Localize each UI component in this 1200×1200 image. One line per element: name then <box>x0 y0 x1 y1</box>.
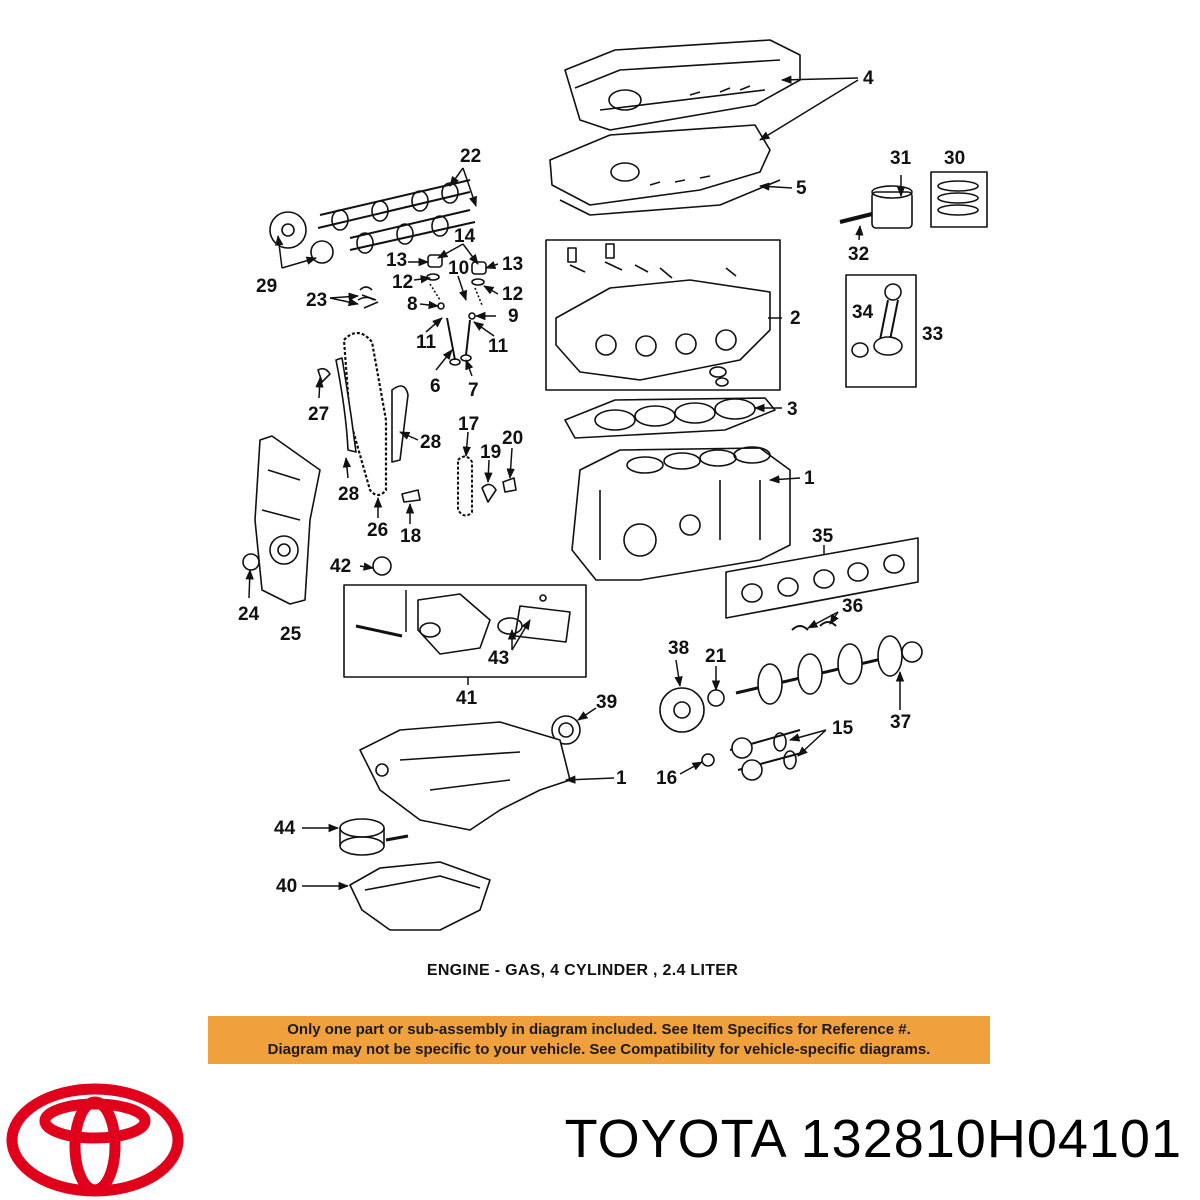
parts-artwork <box>242 39 988 931</box>
callout-26: 26 <box>367 520 388 541</box>
oil-pan-upper <box>359 721 571 831</box>
valve-cover <box>549 124 781 216</box>
piston <box>839 185 913 229</box>
callout-24: 24 <box>238 604 260 625</box>
callout-17: 17 <box>458 414 479 435</box>
callout-23: 23 <box>306 290 327 311</box>
cam-sprocket-2 <box>310 240 334 264</box>
callout-42: 42 <box>330 556 351 577</box>
callout-27: 27 <box>308 404 329 425</box>
callout-41: 41 <box>456 688 478 709</box>
callout-32: 32 <box>848 244 869 265</box>
callout-25: 25 <box>280 624 302 645</box>
notice-line-2: Diagram may not be specific to your vehi… <box>267 1041 931 1058</box>
balance-shafts <box>729 729 806 781</box>
callout-29: 29 <box>256 276 277 297</box>
callout-4: 4 <box>863 68 874 89</box>
callout-40: 40 <box>276 876 297 897</box>
callout-1b: 1 <box>616 768 627 789</box>
callout-11: 11 <box>416 332 437 353</box>
connecting-rod <box>851 283 903 358</box>
head-gasket <box>564 397 776 439</box>
callout-7: 7 <box>468 380 479 401</box>
toyota-logo-icon <box>6 1083 184 1197</box>
callout-5: 5 <box>796 178 807 199</box>
engine-cover <box>564 39 801 131</box>
engine-block <box>571 446 791 581</box>
timing-chain <box>342 331 388 497</box>
callout-1: 1 <box>804 468 815 489</box>
callout-14: 14 <box>454 226 476 247</box>
callout-22: 22 <box>460 146 481 167</box>
callout-12b: 12 <box>502 284 523 305</box>
callout-15: 15 <box>832 718 854 739</box>
valve-train <box>357 254 487 366</box>
camshafts <box>317 179 476 254</box>
product-title: TOYOTA 132810H04101 <box>565 1108 1182 1170</box>
callout-13b: 13 <box>502 254 523 275</box>
callouts: 4 5 22 31 30 32 14 13 13 10 12 12 29 23 … <box>238 68 965 897</box>
callout-19: 19 <box>480 442 501 463</box>
brand-name: TOYOTA <box>564 1109 785 1169</box>
callout-44: 44 <box>274 818 296 839</box>
timing-cover <box>254 435 321 605</box>
oil-pan-lower <box>349 861 491 931</box>
cam-sprocket-1 <box>269 211 307 249</box>
callout-31: 31 <box>890 148 912 169</box>
callout-20: 20 <box>502 428 523 449</box>
oil-filter <box>339 818 409 856</box>
notice-line-1: Only one part or sub-assembly in diagram… <box>287 1021 911 1038</box>
callout-39: 39 <box>596 692 617 713</box>
callout-3: 3 <box>787 399 798 420</box>
callout-11b: 11 <box>488 336 509 357</box>
leader-lines <box>245 75 906 891</box>
callout-43: 43 <box>488 648 509 669</box>
notice-banner: Only one part or sub-assembly in diagram… <box>208 1016 990 1064</box>
callout-16: 16 <box>656 768 677 789</box>
callout-36: 36 <box>842 596 863 617</box>
callout-12: 12 <box>392 272 413 293</box>
callout-13: 13 <box>386 250 407 271</box>
callout-10: 10 <box>448 258 469 279</box>
callout-21: 21 <box>705 646 727 667</box>
callout-28b: 28 <box>338 484 359 505</box>
callout-8: 8 <box>407 294 418 315</box>
crankshaft <box>735 635 923 705</box>
oil-pump <box>355 556 571 655</box>
diagram-caption: ENGINE - GAS, 4 CYLINDER , 2.4 LITER <box>426 962 739 979</box>
callout-35: 35 <box>812 526 834 547</box>
part-number: 132810H04101 <box>800 1109 1182 1169</box>
callout-33: 33 <box>922 324 943 345</box>
callout-18: 18 <box>400 526 421 547</box>
main-bearings <box>741 554 905 603</box>
callout-30: 30 <box>944 148 965 169</box>
callout-6: 6 <box>430 376 441 397</box>
callout-37: 37 <box>890 712 911 733</box>
callout-9: 9 <box>508 306 519 327</box>
cylinder-head <box>555 243 771 387</box>
callout-34: 34 <box>852 302 874 323</box>
callout-38: 38 <box>668 638 689 659</box>
callout-28: 28 <box>420 432 441 453</box>
callout-2: 2 <box>790 308 801 329</box>
